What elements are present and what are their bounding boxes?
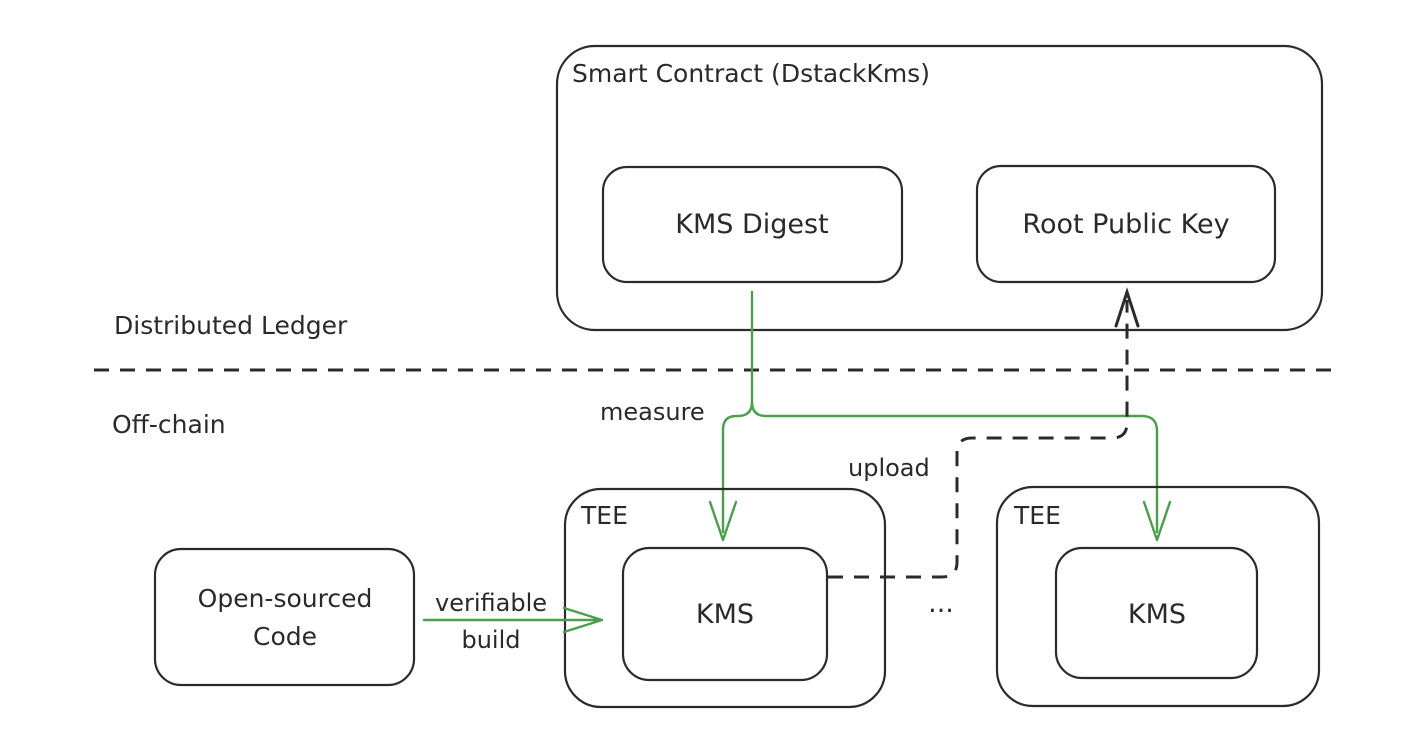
open-sourced-line2: Code <box>253 622 317 651</box>
verifiable-label-line1: verifiable <box>435 589 547 617</box>
upload-arrow <box>828 300 1129 579</box>
measure-arrowhead-right <box>1142 500 1172 542</box>
smart-contract-box <box>555 44 1324 332</box>
root-public-key-box <box>975 164 1277 284</box>
kms-digest-label: KMS Digest <box>675 209 828 240</box>
open-sourced-code-box <box>153 547 416 687</box>
kms-left-label: KMS <box>696 599 754 630</box>
upload-label: upload <box>848 454 930 482</box>
measure-arrow-right <box>750 400 1159 534</box>
kms-right-label: KMS <box>1128 599 1186 630</box>
tee-right-box <box>995 485 1321 708</box>
kms-right-box <box>1054 546 1259 680</box>
tee-left-title: TEE <box>580 501 628 530</box>
measure-arrow-left <box>721 290 754 534</box>
tee-right-title: TEE <box>1013 501 1061 530</box>
kms-left-box <box>621 546 829 682</box>
off-chain-label: Off-chain <box>112 410 226 439</box>
measure-label: measure <box>600 398 705 426</box>
root-public-key-label: Root Public Key <box>1022 209 1229 240</box>
smart-contract-title: Smart Contract (DstackKms) <box>572 59 930 88</box>
verifiable-label-line2: build <box>461 626 520 654</box>
tee-left-box <box>563 487 887 709</box>
ellipsis-label: ... <box>928 588 954 619</box>
open-sourced-line1: Open-sourced <box>198 584 373 613</box>
measure-arrowhead-left <box>708 500 738 542</box>
distributed-ledger-label: Distributed Ledger <box>114 311 348 340</box>
verifiable-build-arrowhead <box>562 606 604 634</box>
kms-digest-box <box>601 165 904 284</box>
upload-arrowhead <box>1114 287 1140 328</box>
